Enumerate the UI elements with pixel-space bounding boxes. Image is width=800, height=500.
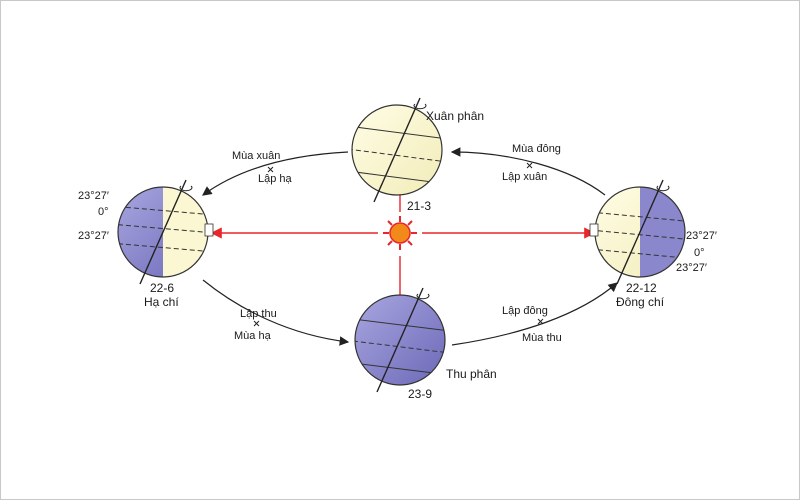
label-mua-dong: Mùa đông [512, 143, 561, 155]
summer-rotation-icon [179, 185, 193, 192]
autumn-label: Thu phân [446, 367, 497, 381]
label-mua-thu: Mùa thu [522, 332, 562, 344]
orbit-marker-lap-ha [267, 166, 274, 173]
autumn-date: 23-9 [408, 387, 432, 401]
spring-date: 21-3 [407, 199, 431, 213]
globe-winter [589, 179, 686, 285]
winter-mini-post [589, 223, 599, 237]
orbit-marker-lap-xuan [526, 162, 533, 169]
winter-label: Đông chí [616, 295, 665, 309]
label-lap-xuan: Lập xuân [502, 171, 547, 183]
label-mua-xuan: Mùa xuân [232, 150, 280, 162]
orbit-markers [253, 162, 544, 327]
orbit-arc-spring-to-summer [202, 151, 349, 196]
summer-mini-post [204, 223, 214, 237]
globe-autumn [354, 287, 446, 393]
spring-rotation-icon [413, 103, 427, 110]
summer-label: Hạ chí [144, 295, 179, 309]
winter-lat-eq: 0° [694, 247, 705, 259]
orbit-marker-lap-thu [253, 320, 260, 327]
winter-lat-top: 23°27′ [686, 230, 717, 242]
orbit-arc-winter-to-spring [450, 147, 606, 196]
orbit-arc-summer-to-autumn [202, 279, 350, 346]
winter-lat-bottom: 23°27′ [676, 262, 707, 274]
spring-label: Xuân phân [426, 109, 484, 123]
autumn-axis [376, 287, 424, 393]
winter-rotation-icon [656, 185, 670, 192]
summer-lat-bottom: 23°27′ [78, 230, 109, 242]
globe-summer [117, 179, 214, 285]
label-mua-ha: Mùa hạ [234, 330, 272, 342]
sun-icon [383, 216, 417, 250]
summer-date: 22-6 [150, 281, 174, 295]
label-lap-thu: Lập thu [240, 308, 277, 320]
winter-date: 22-12 [626, 281, 657, 295]
summer-lat-top: 23°27′ [78, 190, 109, 202]
orbit-marker-lap-dong [537, 318, 544, 325]
summer-lat-eq: 0° [98, 206, 109, 218]
summer-axis [139, 179, 187, 285]
orbit-arc-autumn-to-winter [451, 282, 618, 346]
label-lap-dong: Lập đông [502, 305, 548, 317]
label-lap-ha: Lập hạ [258, 173, 293, 185]
winter-axis [616, 179, 664, 285]
autumn-rotation-icon [416, 293, 430, 300]
orbit-path [202, 147, 618, 346]
spring-axis [373, 97, 421, 203]
